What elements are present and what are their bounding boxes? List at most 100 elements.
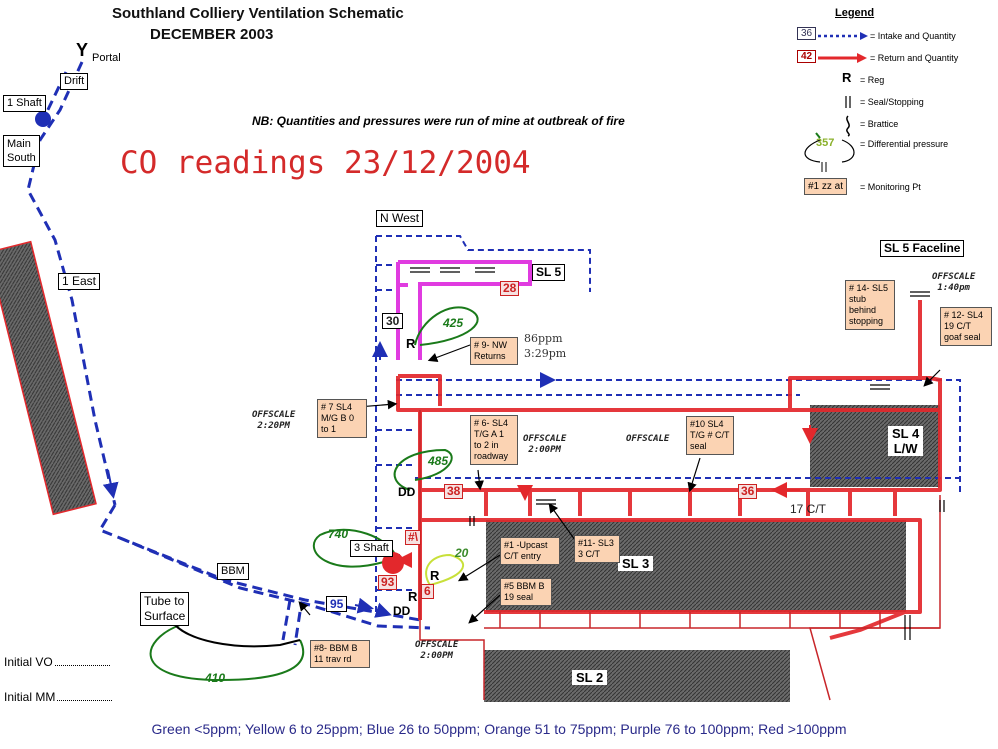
diagram-title: Southland Colliery Ventilation Schematic: [112, 5, 404, 22]
thin-red-outline: [419, 410, 941, 701]
legend-return-qty: 42: [797, 50, 817, 63]
monitor-point-9: # 9- NW Returns: [470, 337, 518, 365]
monitor-point-8: #8- BBM B 11 trav rd: [310, 640, 370, 668]
bbm-label: BBM: [217, 563, 249, 580]
qty-38: 38: [444, 484, 464, 499]
co-readings-heading: CO readings 23/12/2004: [120, 145, 531, 181]
qty-93: 93: [378, 575, 398, 590]
nwest-label: N West: [376, 210, 424, 227]
offscale-3-line2: 2:00PM: [528, 445, 561, 455]
offscale-1-line2: 1:40pm: [937, 283, 970, 293]
initial-vo-label: Initial VO: [4, 655, 53, 669]
sl2-label: SL 2: [572, 670, 608, 685]
panel-block-sl3: [486, 520, 906, 612]
legend-return-label: = Return and Quantity: [870, 53, 959, 63]
tube-line2: Surface: [144, 609, 186, 623]
dd-label-1: DD: [398, 485, 416, 499]
portal-label: Portal: [92, 52, 121, 64]
shaft3-label: 3 Shaft: [350, 540, 393, 557]
offscale-5-line1: OFFSCALE: [415, 640, 459, 650]
qty-95: 95: [326, 596, 348, 612]
offscale-5-line2: 2:00PM: [420, 651, 453, 661]
monitor-point-1: #1 -Upcast C/T entry: [500, 537, 560, 565]
panel-block-sl2: [484, 650, 790, 702]
pointer-arrows: [298, 292, 941, 624]
qty-30: 30: [382, 313, 404, 329]
initial-mm-label: Initial MM: [4, 690, 56, 704]
monitor-point-6: # 6- SL4 T/G A 1 to 2 in roadway: [470, 415, 518, 465]
qty-20: 20: [455, 546, 469, 560]
offscale-1: OFFSCALE 1:40pm: [932, 272, 975, 294]
sl4-line2: L/W: [893, 441, 918, 456]
tube-to-surface-label: Tube to Surface: [140, 592, 190, 626]
offscale-1-line1: OFFSCALE: [932, 272, 976, 282]
shaft1-marker: [35, 111, 51, 127]
legend-pressure-value: 357: [816, 137, 835, 149]
diagram-date: DECEMBER 2003: [150, 26, 274, 43]
initial-vo-line: [54, 665, 110, 666]
qty-425: 425: [443, 316, 464, 330]
initial-mm-line: [57, 700, 113, 701]
monitor-point-11: #11- SL3 3 C/T: [574, 535, 620, 563]
qty-36: 36: [738, 484, 758, 499]
main-south-line1: Main: [7, 138, 31, 150]
reg-label-3: R: [408, 589, 418, 604]
tube-line1: Tube to: [144, 594, 185, 608]
qty-410: 410: [205, 671, 226, 685]
legend-brattice-label: = Brattice: [860, 119, 899, 129]
sl5-label: SL 5: [532, 264, 566, 281]
offscale-4-line1: OFFSCALE: [626, 434, 670, 444]
sl4-longwall-label: SL 4 L/W: [888, 426, 924, 456]
sl4-line1: SL 4: [892, 426, 920, 441]
ppm-reading-value: 86ppm: [524, 332, 563, 345]
sl3-label: SL 3: [618, 556, 654, 571]
seal-stoppings: [410, 267, 945, 640]
initial-vo: Initial VO: [4, 655, 110, 669]
purple-return: [396, 260, 532, 360]
dd-label-2: DD: [393, 604, 411, 618]
offscale-3: OFFSCALE 2:00PM: [523, 434, 566, 456]
shaft3-marker: [382, 552, 404, 574]
co-color-key: Green <5ppm; Yellow 6 to 25ppm; Blue 26 …: [151, 721, 847, 737]
legend-reg-label: = Reg: [860, 75, 885, 85]
legend-intake-label: = Intake and Quantity: [870, 31, 956, 41]
sl5-faceline-label: SL 5 Faceline: [880, 240, 965, 257]
black-tube-line: [174, 624, 301, 648]
legend-pressure-label: = Differential pressure: [860, 139, 949, 149]
yellow-loop: [425, 553, 465, 586]
legend-monitor-label: = Monitoring Pt: [860, 182, 921, 192]
ct17-label: 17 C/T: [790, 502, 827, 516]
drift-label: Drift: [60, 73, 89, 90]
monitor-point-5: #5 BBM B 19 seal: [500, 578, 552, 606]
qty-485: 485: [428, 454, 449, 468]
legend-graphics: [804, 32, 868, 172]
monitor-point-14: # 14- SL5 stub behind stopping: [845, 280, 895, 330]
run-of-mine-note: NB: Quantities and pressures were run of…: [252, 114, 625, 128]
main-south-line2: South: [7, 152, 36, 164]
legend-monitor-box: #1 zz at: [804, 178, 848, 195]
offscale-2-line2: 2:20PM: [257, 421, 290, 431]
qty-740: 740: [328, 527, 349, 541]
qty-shaft-upcast: #\: [405, 530, 422, 545]
portal-symbol: Y: [76, 40, 89, 60]
offscale-4: OFFSCALE: [626, 434, 669, 445]
monitor-point-7: # 7 SL4 M/G B 0 to 1: [317, 399, 367, 438]
ppm-reading-time: 3:29pm: [524, 347, 567, 360]
reg-label-1: R: [406, 336, 416, 351]
pressure-loops: [149, 306, 479, 682]
offscale-3-line1: OFFSCALE: [523, 434, 567, 444]
intake-arrows: [102, 341, 556, 618]
offscale-2-line1: OFFSCALE: [252, 410, 296, 420]
main-south-label: Main South: [3, 135, 40, 167]
legend-title: Legend: [835, 7, 875, 19]
legend-seal-label: = Seal/Stopping: [860, 97, 924, 107]
qty-28: 28: [500, 281, 520, 296]
panel-block-1east: [0, 240, 97, 516]
initial-mm: Initial MM: [4, 690, 113, 704]
monitor-point-10: #10 SL4 T/G # C/T seal: [686, 416, 734, 455]
qty-6: 6: [421, 584, 434, 599]
legend-intake-qty: 36: [797, 27, 817, 40]
shaft1-label: 1 Shaft: [3, 95, 46, 112]
reg-label-2: R: [430, 568, 440, 583]
